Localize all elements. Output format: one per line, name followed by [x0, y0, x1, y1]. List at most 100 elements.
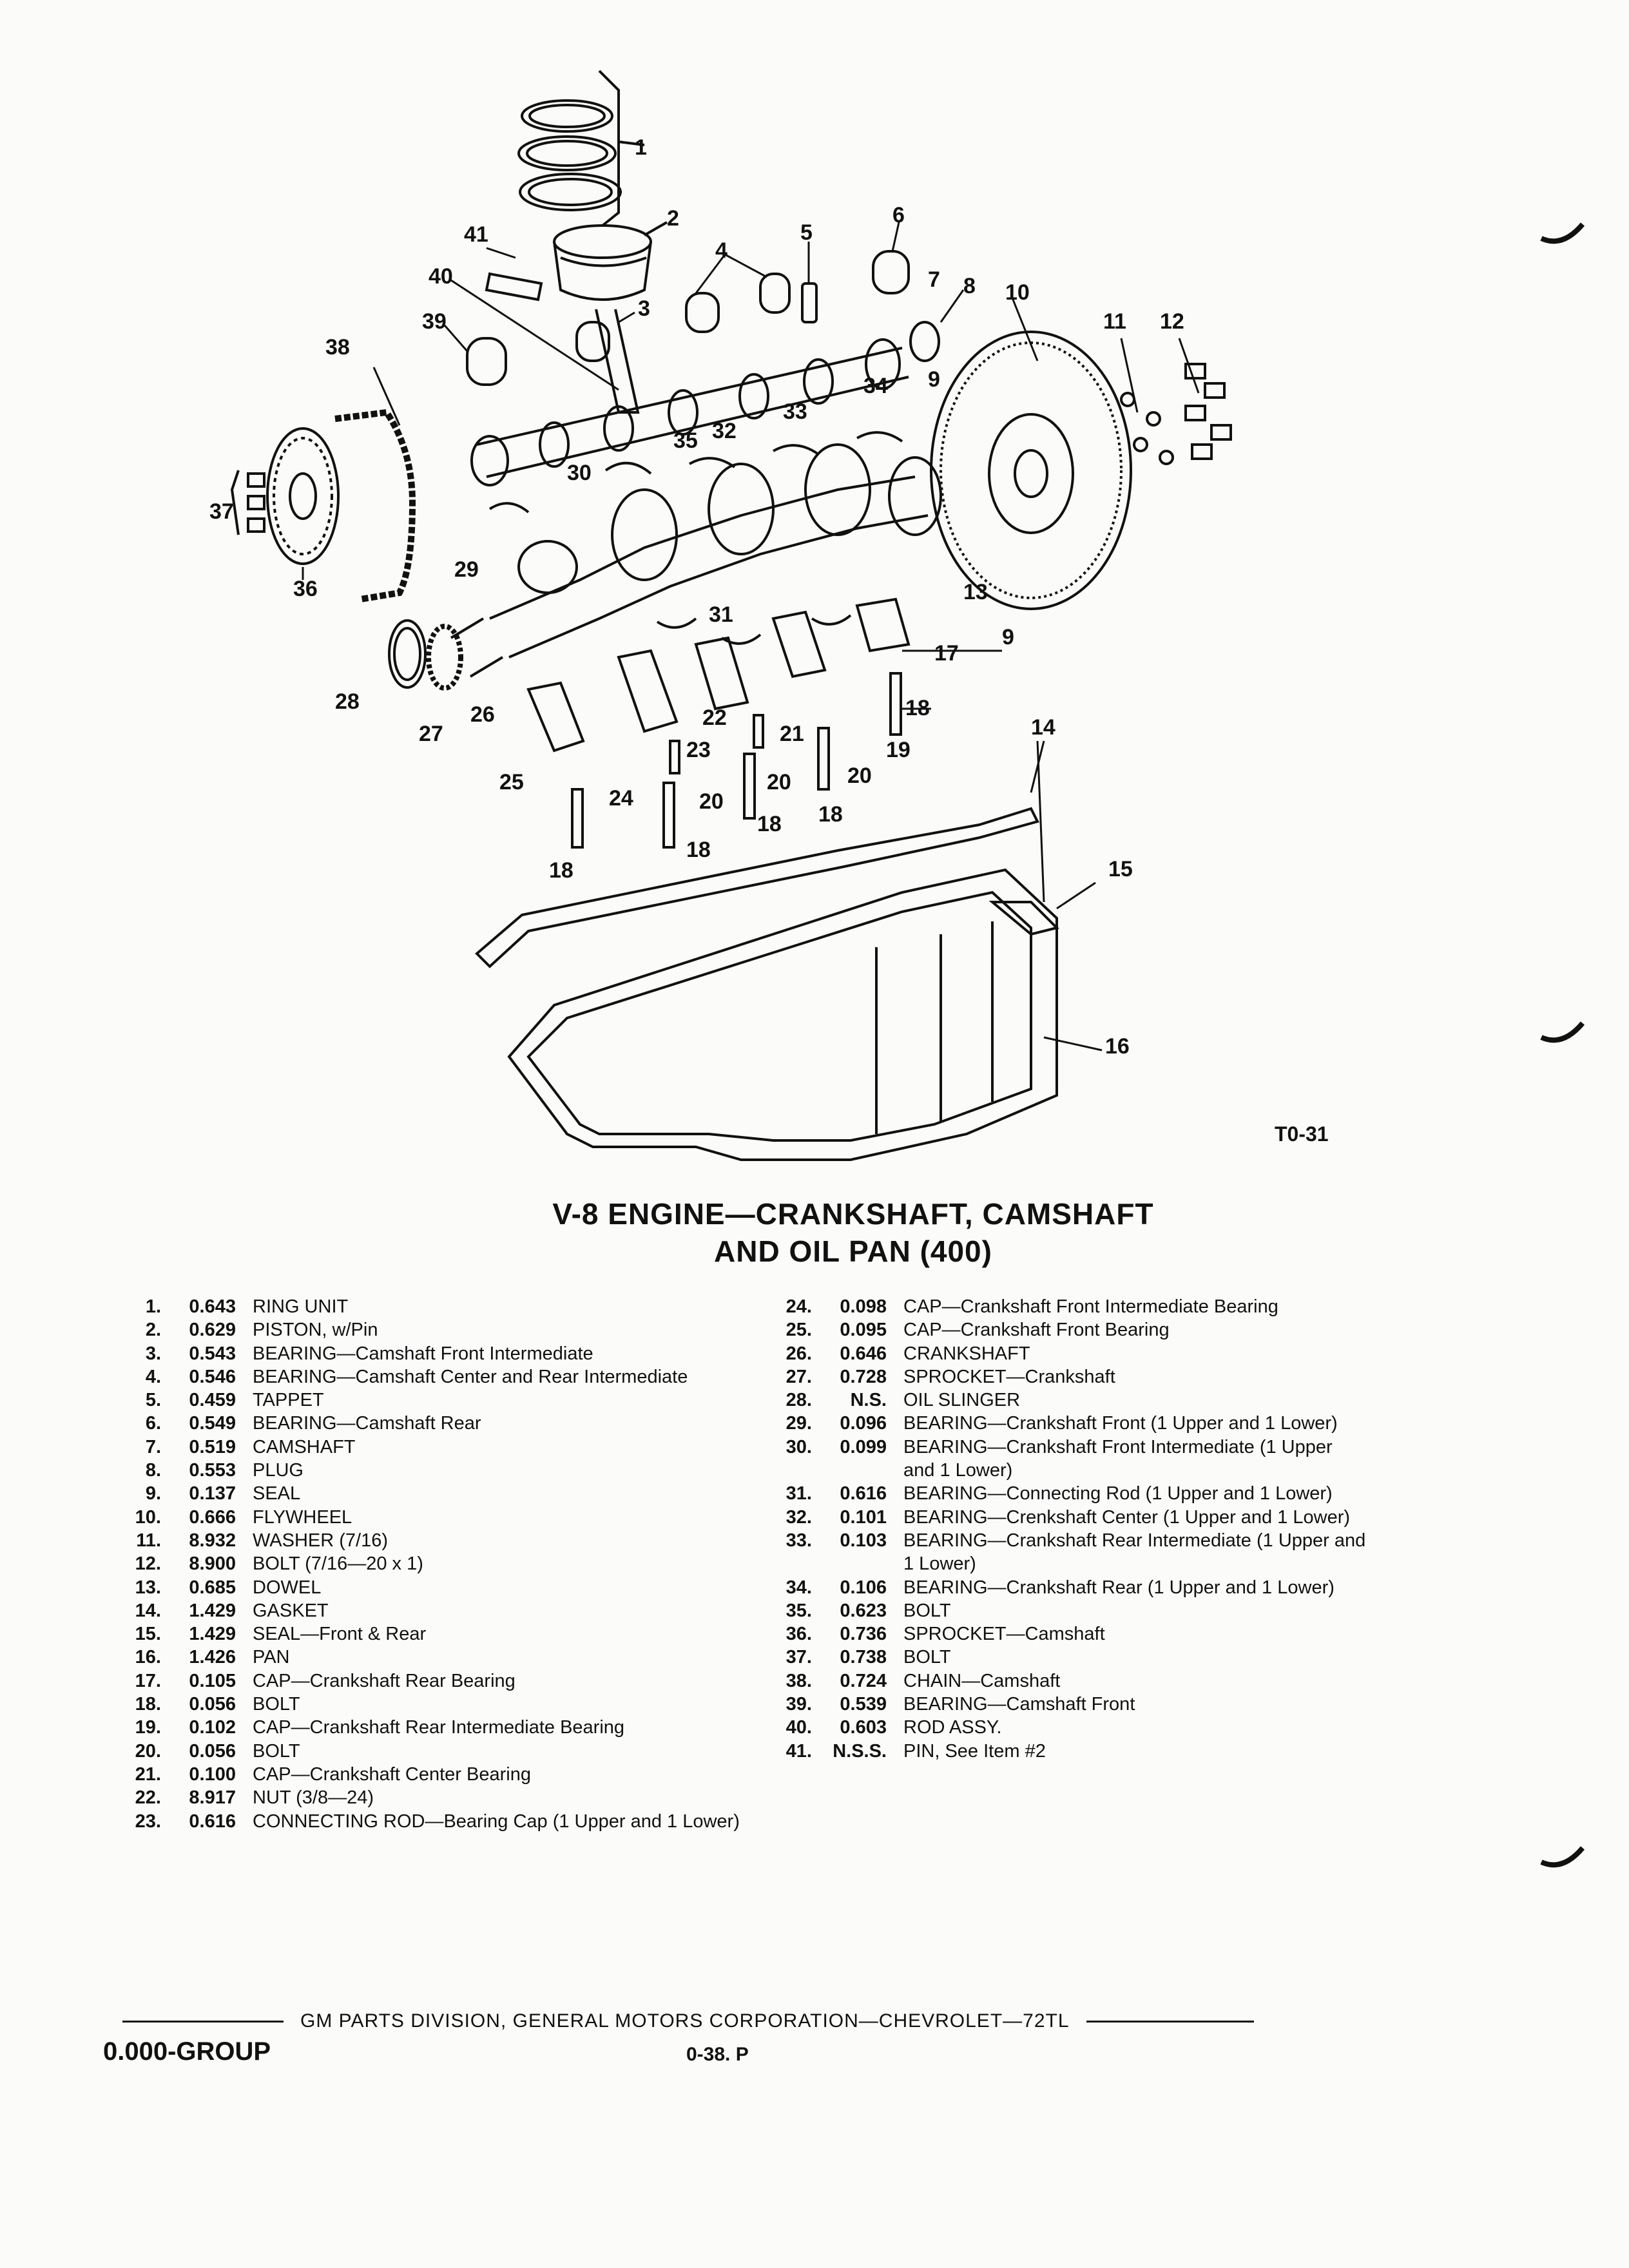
binding-mark-icon — [1540, 222, 1585, 244]
part-desc: GASKET — [253, 1600, 329, 1621]
page-title: V-8 ENGINE—CRANKSHAFT, CAMSHAFT AND OIL … — [0, 1195, 1629, 1270]
part-num: 15. — [135, 1624, 161, 1645]
part-num: 20. — [135, 1740, 161, 1762]
title-line-1: V-8 ENGINE—CRANKSHAFT, CAMSHAFT — [552, 1197, 1154, 1231]
page-number: 0-38. P — [686, 2044, 749, 2065]
part-code: 0.539 — [840, 1694, 887, 1715]
figure-code: T0-31 — [1275, 1122, 1329, 1146]
part-desc: BEARING—Crankshaft Rear Intermediate (1 … — [903, 1530, 1366, 1575]
part-desc: SPROCKET—Camshaft — [903, 1624, 1105, 1645]
part-num: 16. — [135, 1647, 161, 1668]
part-num: 12. — [135, 1553, 161, 1575]
part-desc: BEARING—Camshaft Front Intermediate — [253, 1343, 593, 1364]
part-num: 4. — [145, 1366, 161, 1387]
parts-list-row: 28.N.S.OIL SLINGER — [747, 1389, 1366, 1412]
part-num: 26. — [786, 1343, 812, 1364]
part-code: 0.096 — [840, 1413, 887, 1434]
part-num: 1. — [145, 1296, 161, 1317]
part-code: 0.103 — [840, 1530, 887, 1551]
part-num: 41. — [786, 1740, 812, 1762]
part-num: 23. — [135, 1811, 161, 1832]
flywheel-drawing — [930, 331, 1132, 610]
part-desc: CAP—Crankshaft Rear Bearing — [253, 1670, 516, 1691]
part-code: 0.553 — [189, 1460, 236, 1481]
part-code: 0.738 — [840, 1647, 887, 1668]
part-code: 0.549 — [189, 1413, 236, 1434]
callout-20c: 20 — [699, 789, 724, 814]
footer-rule — [1086, 2020, 1254, 2023]
part-code: 0.685 — [189, 1577, 236, 1598]
part-code: 0.098 — [840, 1296, 887, 1317]
callout-39: 39 — [422, 309, 447, 334]
part-desc: RING UNIT — [253, 1296, 349, 1317]
part-desc: CAP—Crankshaft Front Bearing — [903, 1320, 1170, 1341]
part-desc: BEARING—Crankshaft Front (1 Upper and 1 … — [903, 1413, 1338, 1434]
part-desc: CRANKSHAFT — [903, 1343, 1030, 1364]
callout-22: 22 — [702, 706, 727, 730]
camshaft-sprocket-drawing — [266, 427, 340, 565]
callout-17: 17 — [934, 641, 959, 666]
part-code: 8.917 — [189, 1787, 236, 1809]
part-desc: BEARING—Camshaft Center and Rear Interme… — [253, 1366, 688, 1387]
part-code: 0.603 — [840, 1717, 887, 1738]
camshaft-drawing — [470, 338, 909, 486]
part-desc: PISTON, w/Pin — [253, 1320, 378, 1341]
part-code: 0.623 — [840, 1600, 887, 1621]
callout-18a: 18 — [905, 696, 930, 720]
callout-8: 8 — [963, 274, 976, 298]
callout-25: 25 — [499, 770, 524, 794]
part-desc: CONNECTING ROD—Bearing Cap (1 Upper and … — [253, 1811, 740, 1832]
footer-publisher: GM PARTS DIVISION, GENERAL MOTORS CORPOR… — [300, 2010, 1070, 2032]
part-desc: CHAIN—Camshaft — [903, 1670, 1061, 1691]
part-code: 0.736 — [840, 1624, 887, 1645]
callout-18c: 18 — [757, 812, 782, 836]
callout-14: 14 — [1031, 715, 1055, 740]
callout-10: 10 — [1005, 280, 1030, 305]
callout-4: 4 — [715, 238, 728, 263]
part-desc: BOLT — [903, 1647, 951, 1668]
part-code: 0.100 — [189, 1763, 236, 1785]
part-desc: ROD ASSY. — [903, 1717, 1002, 1738]
part-num: 11. — [136, 1530, 161, 1551]
callout-34: 34 — [863, 374, 888, 398]
callout-20a: 20 — [847, 764, 872, 788]
part-num: 38. — [786, 1670, 812, 1691]
part-code: 0.095 — [840, 1320, 887, 1341]
callout-15: 15 — [1108, 857, 1133, 881]
part-num: 17. — [135, 1670, 161, 1691]
part-code: 0.519 — [189, 1436, 236, 1457]
part-code: 0.459 — [189, 1390, 236, 1411]
part-desc: PLUG — [253, 1460, 304, 1481]
binding-mark-icon — [1540, 1846, 1585, 1868]
part-code: N.S.S. — [833, 1740, 887, 1762]
part-num: 32. — [786, 1506, 812, 1528]
part-num: 9. — [145, 1483, 161, 1504]
part-num: 28. — [786, 1390, 812, 1411]
callout-21: 21 — [780, 722, 804, 746]
part-desc: SPROCKET—Crankshaft — [903, 1366, 1115, 1387]
part-num: 37. — [786, 1647, 812, 1668]
part-num: 39. — [786, 1694, 812, 1715]
part-num: 27. — [786, 1366, 812, 1387]
callout-7: 7 — [928, 267, 940, 292]
part-code: 0.666 — [189, 1506, 236, 1528]
callout-40: 40 — [429, 264, 453, 289]
callout-33: 33 — [783, 399, 807, 424]
